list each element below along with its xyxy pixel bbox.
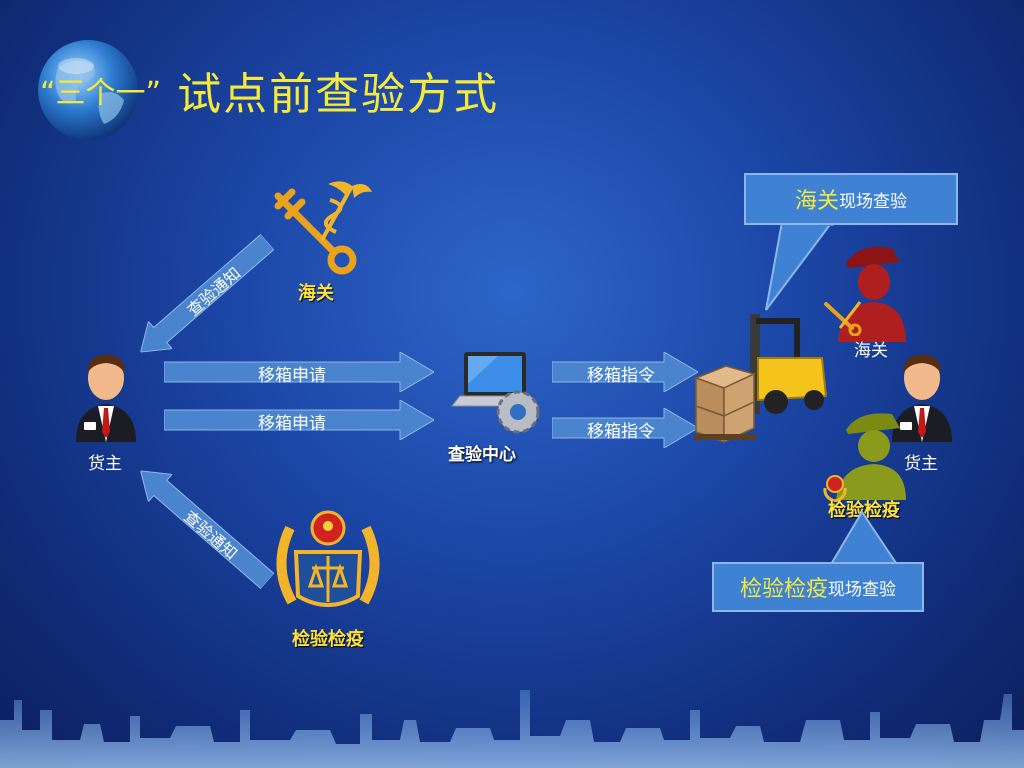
apply-arrow-1: 移箱申请 [164, 352, 434, 392]
command-label-1: 移箱指令 [587, 366, 655, 386]
notify-arrow-bottom-shape [139, 470, 275, 590]
title-main: 试点前查验方式 [177, 69, 500, 120]
apply-arrow-1-shape [164, 352, 434, 392]
customs-label: 海关 [298, 283, 334, 304]
apply-arrow-2-shape [164, 400, 434, 440]
notify-arrow-top: 查验通知 [129, 228, 279, 365]
command-arrow-1: 移箱指令 [552, 352, 698, 392]
callout-inspection-text: 现场查验 [828, 579, 896, 600]
command-label-2: 移箱指令 [587, 422, 655, 442]
callout-inspection-pointer [828, 510, 900, 567]
city-skyline-decoration [0, 690, 1024, 768]
customs-officer-icon [838, 246, 906, 342]
ciq-emblem-icon [276, 510, 380, 607]
title-quote-text: 三个一 [55, 76, 146, 111]
notify-arrow-bottom: 查验通知 [129, 457, 279, 594]
title-quote-close: ” [145, 76, 162, 111]
inspection-officer-icon [836, 413, 906, 500]
apply-label-2: 移箱申请 [258, 414, 326, 434]
callout-customs-pointer [765, 220, 834, 311]
callout-customs: 海关现场查验 [744, 173, 958, 225]
title-quote-open: “ [40, 76, 56, 111]
inspection-label: 检验检疫 [292, 629, 364, 650]
caduceus-key-icon [274, 181, 372, 275]
command-arrow-1-shape [552, 352, 698, 392]
notify-label-top: 查验通知 [183, 263, 245, 320]
notify-arrow-top-shape [139, 233, 275, 353]
center-label: 查验中心 [448, 445, 516, 465]
command-arrow-2: 移箱指令 [552, 408, 698, 448]
customs-badge-icon [824, 301, 862, 336]
apply-arrow-2: 移箱申请 [164, 400, 434, 440]
cargo-owner-icon-left [76, 354, 136, 442]
globe-icon [38, 40, 138, 140]
ciq-badge-icon [823, 475, 847, 502]
customs-officer-label: 海关 [854, 341, 888, 361]
apply-label-1: 移箱申请 [258, 366, 326, 386]
forklift-icon [693, 314, 828, 444]
owner-label-left: 货主 [88, 454, 122, 474]
command-arrow-2-shape [552, 408, 698, 448]
owner-label-right: 货主 [904, 454, 938, 474]
callout-inspection: 检验检疫现场查验 [712, 562, 924, 612]
inspection-officer-label: 检验检疫 [828, 500, 900, 521]
callout-customs-highlight: 海关 [794, 189, 839, 214]
cargo-owner-icon-right [892, 354, 952, 442]
notify-label-bottom: 查验通知 [180, 506, 242, 564]
callout-inspection-highlight: 检验检疫 [739, 577, 828, 602]
page-title: “三个一” 试点前查验方式 [40, 58, 499, 122]
callout-customs-text: 现场查验 [839, 191, 907, 212]
computer-gear-icon [450, 352, 540, 434]
